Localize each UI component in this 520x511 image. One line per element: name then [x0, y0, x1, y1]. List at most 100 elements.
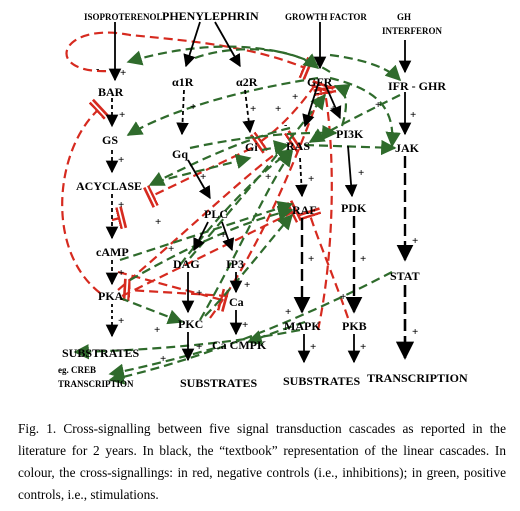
node-isoproterenol: ISOPROTERENOL: [84, 12, 163, 22]
edge-inhibit-gfr-gi: [260, 84, 316, 142]
sign-plus: +: [360, 253, 366, 265]
sign-plus: +: [196, 341, 202, 353]
node-gh: GH: [397, 12, 411, 22]
sign-plus: +: [190, 101, 196, 113]
edge-stim-growth-ifr: [329, 53, 402, 82]
edge-phenyl-a2r: [214, 21, 241, 68]
node-gs: GS: [102, 133, 118, 147]
edge-gq-plc: [187, 159, 211, 200]
node-pka: PKA: [98, 289, 124, 303]
node-ca-cmpk: Ca CMPK: [212, 338, 267, 352]
sign-plus: +: [242, 319, 248, 331]
node-gfr: GFR: [307, 75, 333, 89]
node-substrates-pkc: SUBSTRATES: [180, 376, 257, 390]
sign-plus: +: [265, 171, 271, 183]
edge-stim-dag-gfr: [189, 93, 326, 259]
edge-gfr-pi3k: [324, 83, 342, 120]
node-ip3: IP3: [226, 257, 244, 271]
sign-plus: +: [120, 67, 126, 79]
edge-stim-pkc-raf: [204, 213, 294, 317]
edge-stim-ras-jak: [304, 139, 397, 156]
stimulation-edges: [73, 45, 402, 385]
node-substrates-mapk: SUBSTRATES: [283, 374, 360, 388]
node-substrates-pka: SUBSTRATES: [62, 346, 139, 360]
edge-stim-phenyl-gfr: [194, 48, 320, 69]
node-creb-line1: eg. CREB: [58, 365, 96, 375]
sign-minus: -: [96, 64, 99, 75]
node-ras: RAS: [286, 139, 310, 153]
edge-inhibit-mapk-gfr: [318, 92, 332, 331]
sign-plus: +: [330, 103, 336, 115]
sign-plus: +: [244, 279, 250, 291]
edge-stim-acyclase-gi: [154, 153, 252, 184]
node-gq: Gq: [172, 147, 188, 161]
edge-stim-pkc-ras: [199, 150, 293, 321]
edge-inhibit-acyclase-camp: [111, 218, 120, 220]
sign-plus: +: [308, 253, 314, 265]
sign-plus: +: [220, 229, 226, 241]
node-growth-factor: GROWTH FACTOR: [285, 12, 367, 22]
edge-stim-mapk-camk: [246, 320, 306, 345]
edge-a2r-gi: [242, 89, 255, 134]
node-pkc: PKC: [178, 317, 203, 331]
edge-inhibit-pka-bar: [61, 110, 100, 294]
edge-inhibit-ca-pka: [128, 290, 229, 296]
sign-plus: +: [154, 324, 160, 336]
sign-plus: +: [285, 306, 291, 318]
textbook-edges: [105, 21, 415, 364]
signal-transduction-diagram: ISOPROTERENOL PHENYLEPHRIN GROWTH FACTOR…: [58, 9, 468, 390]
sign-plus: +: [275, 103, 281, 115]
node-dag: DAG: [173, 257, 200, 271]
sign-minus: -: [284, 120, 287, 131]
edge-ras-raf: [295, 157, 308, 198]
edge-stim-gfr-bar-top: [126, 45, 331, 73]
sign-plus: +: [412, 235, 418, 247]
edge-stim-gq-pi3k: [189, 124, 338, 150]
sign-plus: +: [118, 154, 124, 166]
edge-plc-ip3: [221, 221, 235, 252]
edge-pi3k-pdk: [344, 145, 358, 198]
sign-plus: +: [168, 243, 174, 255]
node-camp: cAMP: [96, 245, 129, 259]
sign-plus: +: [410, 109, 416, 121]
sign-plus: +: [360, 341, 366, 353]
sign-plus: +: [250, 103, 256, 115]
sign-plus: +: [119, 109, 125, 121]
edge-gfr-ras: [302, 83, 319, 128]
edge-stim-dag-ras: [179, 149, 294, 266]
sign-plus: +: [375, 99, 381, 111]
sign-plus: +: [160, 353, 166, 365]
edge-stim-mapk-substrates: [73, 328, 301, 360]
sign-plus: +: [196, 287, 202, 299]
edge-inhibit-pka-raf: [121, 212, 293, 297]
node-pdk: PDK: [341, 201, 367, 215]
node-transcription: TRANSCRIPTION: [367, 371, 468, 385]
edge-stim-pi3k-gfr: [333, 84, 351, 127]
edge-stim-gfr-gs: [126, 76, 319, 136]
node-interferon: INTERFERON: [382, 26, 443, 36]
sign-plus: +: [358, 167, 364, 179]
node-labels: ISOPROTERENOL PHENYLEPHRIN GROWTH FACTOR…: [58, 9, 468, 390]
node-raf: RAF: [292, 203, 317, 217]
sign-plus: +: [118, 315, 124, 327]
node-pkb: PKB: [342, 319, 367, 333]
sign-minus: -: [316, 88, 319, 99]
node-bar: BAR: [98, 85, 124, 99]
edge-plc-dag: [193, 221, 209, 252]
edge-inhibit-feedback-loop: [65, 31, 305, 72]
figure-caption: Fig. 1. Cross-signalling between five si…: [18, 421, 506, 502]
edge-inhibit-pkb-raf: [310, 215, 350, 319]
sign-annotations: + + + + + + + + + + + + + + + + + + + + …: [96, 64, 418, 365]
node-ifr-ghr: IFR - GHR: [388, 79, 446, 93]
sign-plus: +: [292, 91, 298, 103]
edge-a1r-gq: [176, 89, 189, 136]
sign-plus: +: [118, 267, 124, 279]
node-gi: Gi: [245, 140, 258, 154]
node-jak: JAK: [395, 141, 420, 155]
sign-plus: +: [412, 326, 418, 338]
edge-stim-gfr-pi3k: [329, 76, 401, 148]
sign-plus: +: [155, 216, 161, 228]
node-stat: STAT: [390, 269, 420, 283]
sign-plus: +: [308, 173, 314, 185]
edge-stim-camp-raf: [119, 200, 294, 262]
